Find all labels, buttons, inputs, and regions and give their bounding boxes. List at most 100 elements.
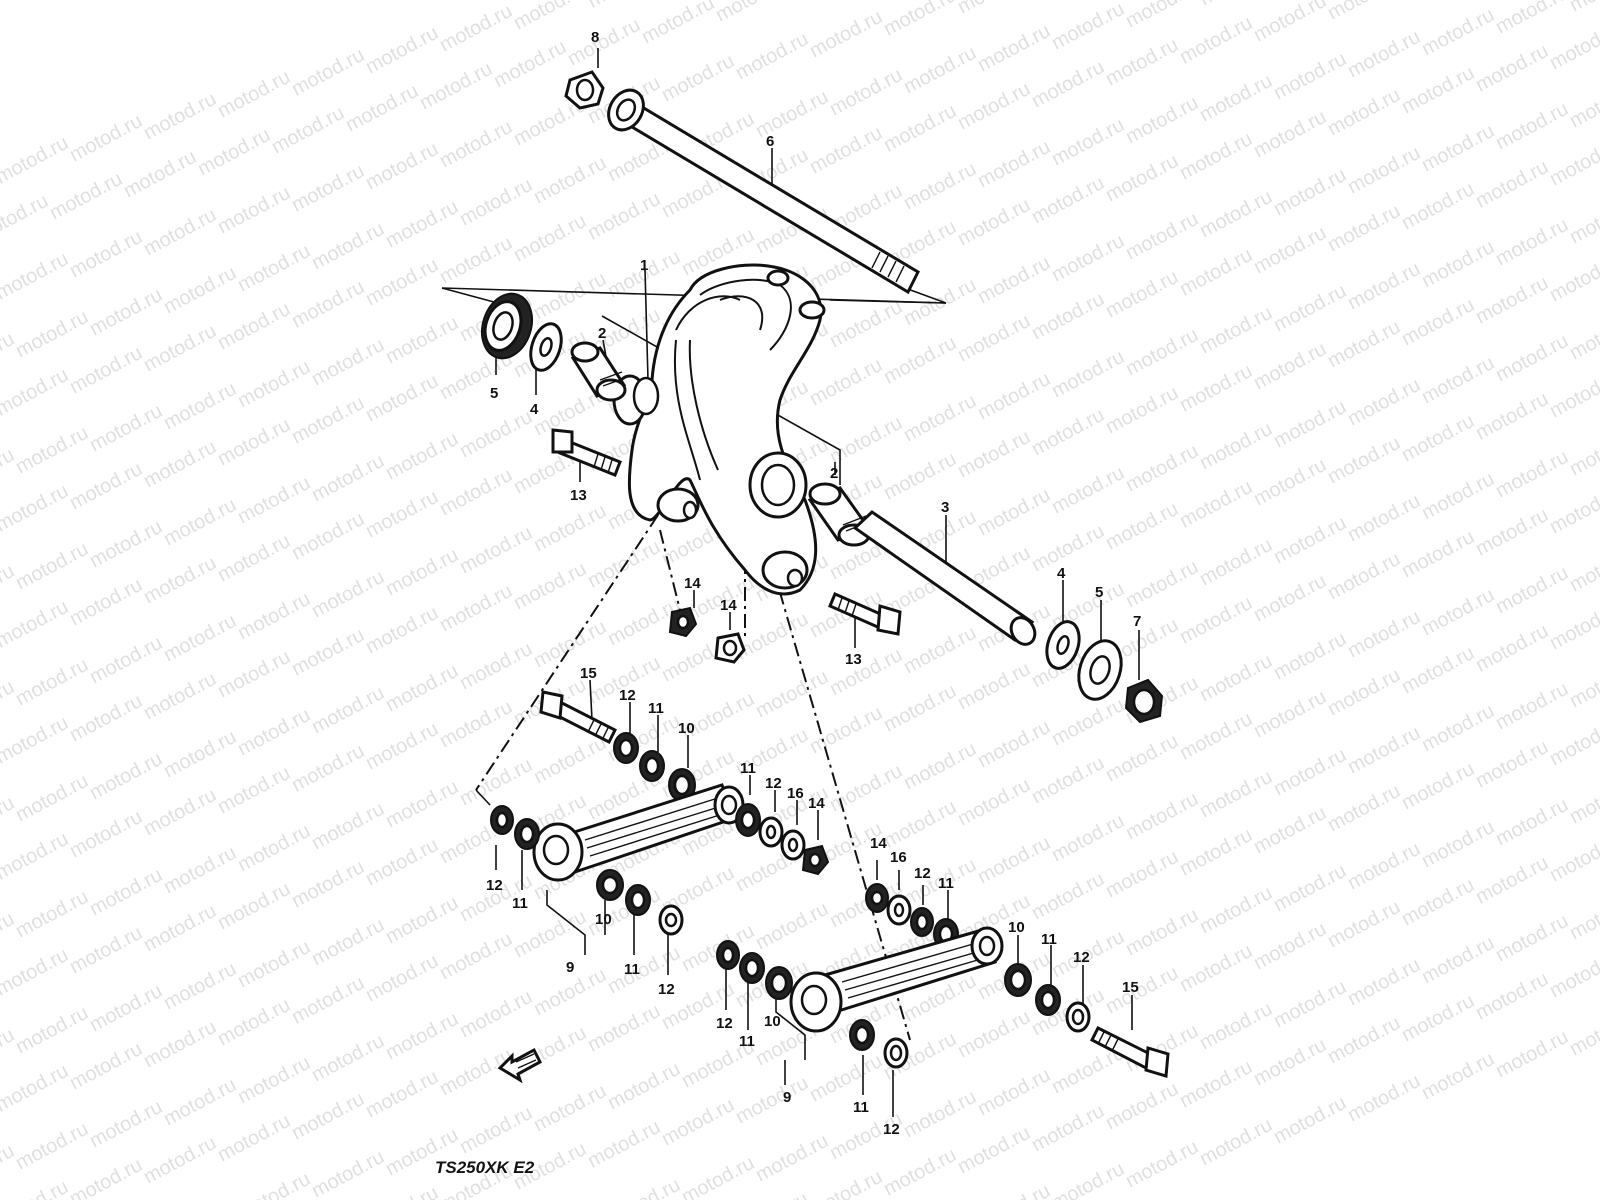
callout-2: 2 [598, 325, 606, 342]
watermark-text: motod.ru [66, 1154, 146, 1200]
watermark-text: motod.ru [1472, 620, 1552, 676]
watermark-text: motod.ru [0, 712, 72, 768]
watermark-text: motod.ru [1196, 1114, 1276, 1170]
watermark-text: motod.ru [234, 704, 314, 760]
watermark-text: motod.ru [806, 354, 886, 410]
callout-12: 12 [716, 1015, 733, 1032]
oil-seal-5-right [1077, 639, 1123, 701]
watermark-text: motod.ru [0, 1060, 72, 1116]
callout-2: 2 [830, 465, 838, 482]
watermark-text: motod.ru [900, 42, 980, 98]
watermark-text: motod.ru [880, 1144, 960, 1200]
watermark-text: motod.ru [0, 596, 72, 652]
washer-12-f [1065, 1001, 1091, 1033]
watermark-text: motod.ru [604, 1058, 684, 1114]
watermark-text: motod.ru [490, 36, 570, 92]
bearing-2-left [570, 341, 627, 402]
watermark-text: motod.ru [1398, 526, 1478, 582]
nut-8 [564, 70, 605, 110]
watermark-text: motod.ru [1122, 788, 1202, 844]
watermark-text: motod.ru [826, 760, 906, 816]
watermark-text: motod.ru [234, 1052, 314, 1108]
watermark-text: motod.ru [1048, 1158, 1128, 1200]
seal-11-b [514, 818, 540, 850]
watermark-text: motod.ru [974, 716, 1054, 772]
watermark-text: motod.ru [1344, 258, 1424, 314]
watermark-text: motod.ru [880, 680, 960, 736]
watermark-text: motod.ru [140, 1016, 220, 1072]
watermark-text: motod.ru [1566, 76, 1600, 132]
watermark-text: motod.ru [732, 28, 812, 84]
watermark-text: motod.ru [900, 390, 980, 446]
washer-16-a [780, 829, 806, 861]
callout-11: 11 [648, 700, 664, 717]
watermark-text: motod.ru [362, 486, 442, 542]
watermark-text: motod.ru [1250, 1034, 1330, 1090]
watermark-text: motod.ru [1176, 940, 1256, 996]
watermark-text: motod.ru [1546, 18, 1600, 74]
watermark-text: motod.ru [0, 944, 72, 1000]
watermark-text: motod.ru [732, 1072, 812, 1128]
watermark-text: motod.ru [308, 450, 388, 506]
watermark-text: motod.ru [1122, 440, 1202, 496]
watermark-text: motod.ru [530, 616, 610, 672]
watermark-text: motod.ru [382, 196, 462, 252]
callout-7: 7 [1133, 613, 1141, 630]
nut-14-a [668, 606, 698, 638]
watermark-text: motod.ru [214, 530, 294, 586]
watermark-text: motod.ru [1324, 548, 1404, 604]
watermark-text: motod.ru [584, 1000, 664, 1056]
callout-8: 8 [591, 29, 599, 46]
watermark-text: motod.ru [1492, 910, 1572, 966]
watermark-text: motod.ru [880, 796, 960, 852]
watermark-text: motod.ru [1472, 272, 1552, 328]
watermark-text: motod.ru [510, 0, 590, 34]
watermark-text: motod.ru [0, 480, 72, 536]
watermark-text: motod.ru [1250, 570, 1330, 626]
watermark-text: motod.ru [954, 0, 1034, 18]
watermark-text: motod.ru [1398, 990, 1478, 1046]
watermark-text: motod.ru [1398, 178, 1478, 234]
watermark-text: motod.ru [382, 660, 462, 716]
watermark-text: motod.ru [1492, 446, 1572, 502]
watermark-text: motod.ru [1250, 106, 1330, 162]
washer-4-right [1045, 620, 1081, 670]
watermark-text: motod.ru [1028, 868, 1108, 924]
callout-10: 10 [764, 1013, 781, 1030]
watermark-text: motod.ru [1102, 266, 1182, 322]
watermark-text: motod.ru [1546, 830, 1600, 886]
watermark-text: motod.ru [0, 908, 18, 964]
callout-10: 10 [1008, 919, 1025, 936]
watermark-text: motod.ru [86, 400, 166, 456]
nut-14-d [865, 883, 889, 913]
watermark-text: motod.ru [1122, 556, 1202, 612]
watermark-text: motod.ru [1398, 758, 1478, 814]
watermark-text: motod.ru [1472, 504, 1552, 560]
watermark-text: motod.ru [1324, 1012, 1404, 1068]
watermark-text: motod.ru [1176, 476, 1256, 532]
watermark-text: motod.ru [1176, 1056, 1256, 1112]
watermark-text: motod.ru [362, 254, 442, 310]
watermark-text: motod.ru [0, 364, 72, 420]
watermark-text: motod.ru [66, 690, 146, 746]
watermark-text: motod.ru [456, 1102, 536, 1158]
watermark-text: motod.ru [974, 1180, 1054, 1200]
washer-12-g [716, 940, 740, 970]
watermark-text: motod.ru [12, 1118, 92, 1174]
watermark-text: motod.ru [1270, 628, 1350, 684]
watermark-text: motod.ru [1566, 192, 1600, 248]
watermark-text: motod.ru [1566, 0, 1600, 16]
watermark-text: motod.ru [1418, 932, 1498, 988]
callout-11: 11 [624, 961, 640, 978]
watermark-text: motod.ru [880, 100, 960, 156]
callout-14: 14 [684, 575, 701, 592]
watermark-text: motod.ru [362, 718, 442, 774]
watermark-text: motod.ru [1398, 62, 1478, 118]
watermark-text: motod.ru [1028, 56, 1108, 112]
callout-14: 14 [720, 597, 737, 614]
watermark-text: motod.ru [160, 610, 240, 666]
watermark-text: motod.ru [362, 950, 442, 1006]
bolt-13-lower [828, 592, 902, 636]
watermark-text: motod.ru [1398, 0, 1478, 2]
watermark-text: motod.ru [46, 168, 126, 224]
